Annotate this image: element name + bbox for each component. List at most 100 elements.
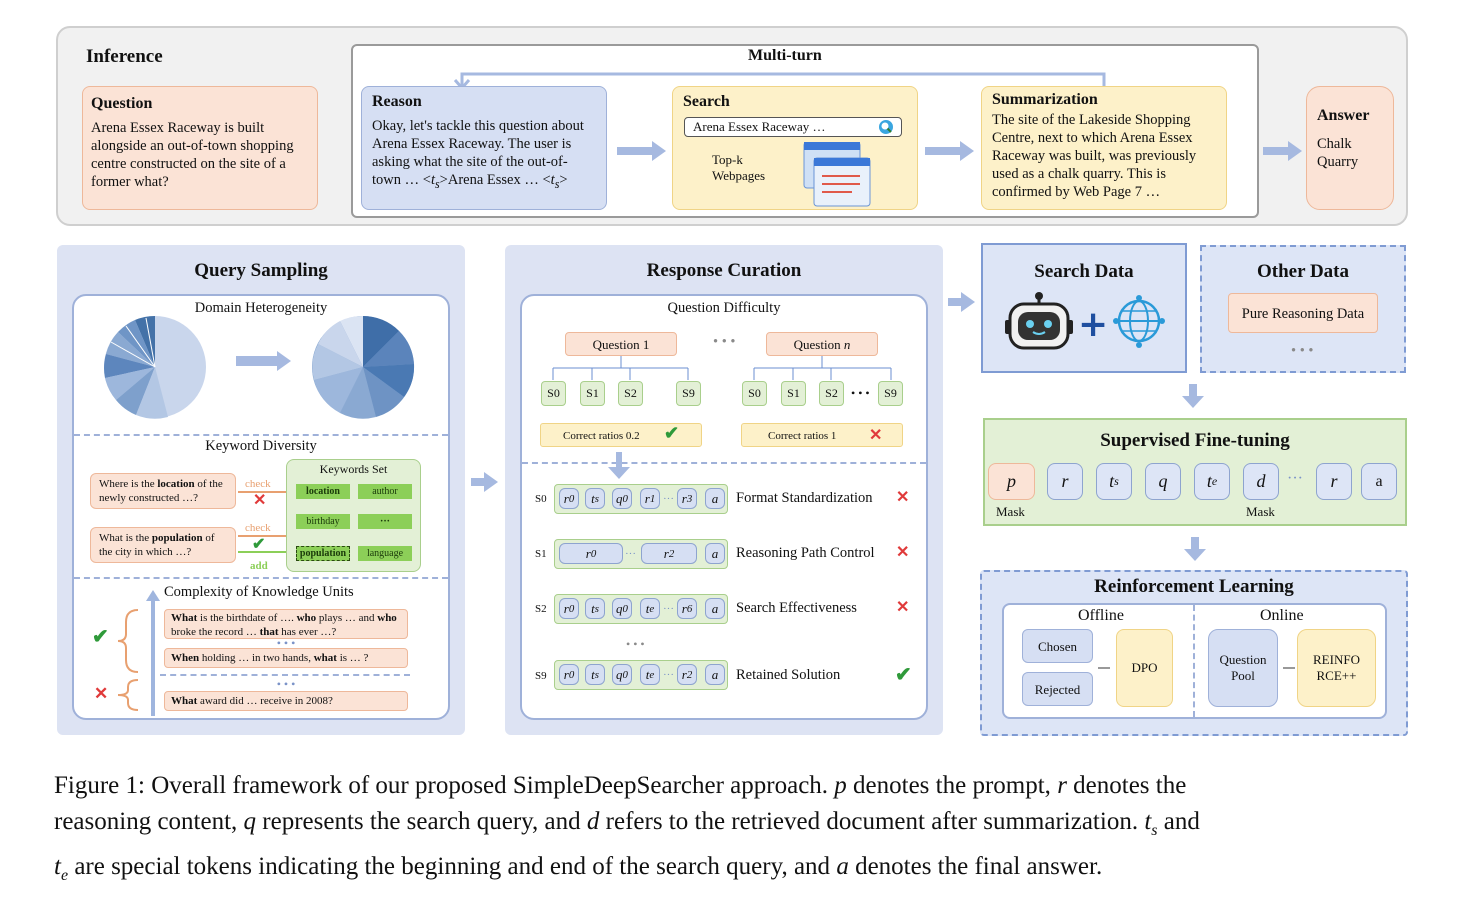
brace-2 <box>117 679 139 711</box>
offline-label: Offline <box>1078 607 1124 624</box>
keyword-birthday: birthday <box>296 514 350 529</box>
rc-divider <box>522 462 926 464</box>
sft-tok-d: d <box>1243 463 1279 500</box>
summarization-box: Summarization The site of the Lakeside S… <box>981 86 1227 210</box>
q2-part-c: of the city in which …? <box>99 532 215 558</box>
sft-tok-r: r <box>1047 463 1083 500</box>
c1-b: is the birthdate of …. <box>197 612 297 624</box>
c2-b: holding … in two hands, <box>199 652 314 664</box>
ratio-1-check-icon: ✔ <box>664 423 680 443</box>
qn-samples-dots: • • • <box>851 386 870 400</box>
webpages-icon <box>803 142 871 207</box>
domain-heterogeneity-label: Domain Heterogeneity <box>194 300 328 316</box>
question-pool-box: Question Pool <box>1208 629 1278 707</box>
keyword-more: ··· <box>358 514 412 529</box>
search-icon <box>879 120 893 134</box>
online-label: Online <box>1260 607 1304 624</box>
dpo-box: DPO <box>1116 629 1173 707</box>
complexity-axis <box>151 600 155 716</box>
search-query-text: Arena Essex Raceway … <box>693 119 826 134</box>
search-input[interactable]: Arena Essex Raceway … <box>684 117 902 137</box>
c2-a: When <box>171 652 200 664</box>
caption-line-3: te are special tokens indicating the beg… <box>54 853 1103 884</box>
complexity-dots-2: • • • <box>276 677 296 691</box>
c1-a: What <box>171 612 198 624</box>
tok-a: a <box>705 664 725 685</box>
other-data-title: Other Data <box>1257 261 1349 282</box>
chosen-box: Chosen <box>1022 629 1093 663</box>
response-curation-title: Response Curation <box>646 260 802 281</box>
cap-2b: represents the search query, and <box>256 808 587 835</box>
row-s2-cross-icon: ✕ <box>896 599 910 616</box>
complexity-divider <box>160 674 410 676</box>
c1-e: who <box>377 612 397 624</box>
keywords-set-title: Keywords Set <box>319 462 388 476</box>
online-arrow <box>1283 667 1295 669</box>
sample-tree <box>552 356 892 380</box>
row-s9-desc: Retained Solution <box>736 667 841 683</box>
caption-line-1: Figure 1: Overall framework of our propo… <box>54 772 1187 799</box>
c2-d: is … ? <box>336 652 369 664</box>
cap-1b: denotes the prompt, <box>846 772 1058 799</box>
c1-h: has ever …? <box>278 626 337 638</box>
add-label: add <box>250 560 268 572</box>
search-box: Search <box>672 86 918 210</box>
c3-b: award did … receive in 2008? <box>197 695 333 707</box>
complexity-query-2: When holding … in two hands, what is … ? <box>164 648 408 668</box>
ratio-1-text: Correct ratios 0.2 <box>563 430 640 442</box>
arrow-sum-answer-shaft <box>1263 147 1289 155</box>
sft-title: Supervised Fine-tuning <box>1100 430 1290 451</box>
keyword-diversity-label: Keyword Diversity <box>205 438 317 454</box>
row-s2-desc: Search Effectiveness <box>736 600 857 616</box>
arrow-reason-search <box>652 141 666 161</box>
keyword-author: author <box>358 484 412 499</box>
question-n-italic: n <box>843 337 851 352</box>
qs-divider-2 <box>74 577 448 579</box>
sft-tok-a: a <box>1361 463 1397 500</box>
summarization-title: Summarization <box>992 91 1098 108</box>
keyword-question-1: Where is the location of the newly const… <box>90 473 236 509</box>
row-s9-check-icon: ✔ <box>895 664 912 686</box>
domain-pie-before <box>104 315 206 419</box>
cap-2c: refers to the retrieved document after s… <box>599 808 1145 835</box>
qn-sample-s1: S1 <box>781 381 806 406</box>
q2-part-a: What is the <box>99 532 152 544</box>
arrow-sft-rl <box>1184 549 1206 561</box>
c3-a: What <box>171 695 198 707</box>
rc-down-arrow-shaft <box>616 452 622 468</box>
row-s9-label: S9 <box>535 670 547 682</box>
arrow-sft-rl-shaft <box>1191 537 1199 549</box>
cap-2a: reasoning content, <box>54 808 244 835</box>
keyword-language: language <box>358 546 412 561</box>
row-s0-cross-icon: ✕ <box>896 489 910 506</box>
pure-reasoning-box: Pure Reasoning Data <box>1228 293 1378 333</box>
pie-arrow-shaft <box>236 356 278 366</box>
arrow-rc-sd-shaft <box>948 298 962 306</box>
add-arrow <box>238 551 288 553</box>
answer-box: Answer Chalk Quarry <box>1306 86 1394 210</box>
q1-sample-s1: S1 <box>580 381 605 406</box>
arrow-sd-sft-shaft <box>1189 384 1197 396</box>
cap-1a: Figure 1: Overall framework of our propo… <box>54 772 835 799</box>
reason-text: Okay, let's tackle this question about A… <box>372 118 584 191</box>
sft-tok-r2: r <box>1316 463 1352 500</box>
robot-icon <box>1005 292 1073 350</box>
ratio-box-2: Correct ratios 1 <box>741 423 903 447</box>
sft-mask-label-1: Mask <box>996 504 1025 519</box>
cross-icon: ✕ <box>253 492 267 509</box>
tok-dots: ··· <box>625 548 636 560</box>
check-label-2: check <box>245 522 271 534</box>
question-n-text: Question <box>793 337 844 352</box>
row-s0-label: S0 <box>535 493 547 505</box>
q1-part-c: of the newly constructed …? <box>99 478 223 504</box>
